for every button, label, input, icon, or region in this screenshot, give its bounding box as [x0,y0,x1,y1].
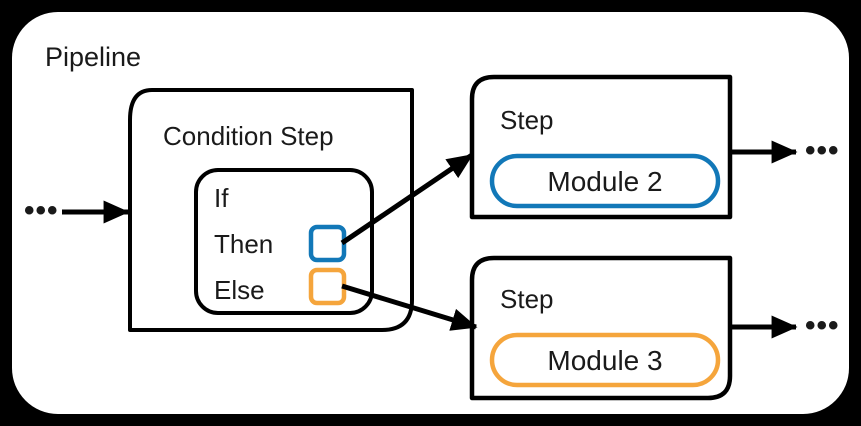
branch-label-then: Then [214,229,273,259]
step-title-module-3: Step [500,284,554,314]
output-ellipsis-bottom: ••• [805,309,840,342]
module-pill-2[interactable] [489,153,721,209]
branch-label-else: Else [214,275,265,305]
module-label-2: Module 2 [547,166,662,197]
output-ellipsis-top: ••• [805,134,840,167]
module-label-3: Module 3 [547,345,662,376]
connector-then-to-step-module-2 [340,152,474,246]
input-ellipsis: ••• [24,194,59,227]
then-checkbox[interactable] [308,224,347,263]
module-pill-3[interactable] [489,332,721,388]
else-checkbox[interactable] [308,267,347,306]
pipeline-title: Pipeline [45,42,141,72]
connector-else-to-step-module-3 [341,283,478,331]
step-title-module-2: Step [500,105,554,135]
condition-step-title: Condition Step [163,121,334,151]
branch-label-if: If [214,183,229,213]
